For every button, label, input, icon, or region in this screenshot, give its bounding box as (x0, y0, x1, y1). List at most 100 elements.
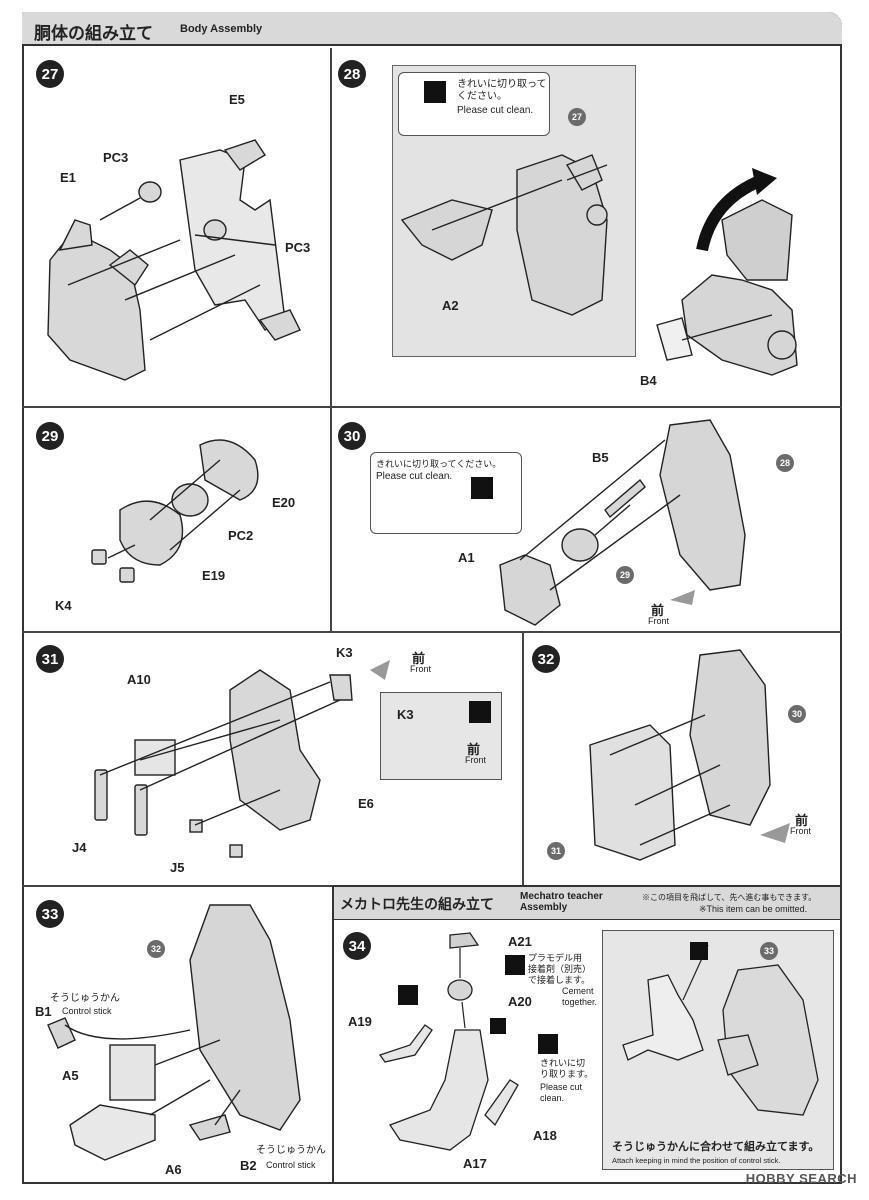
step-number: 27 (36, 60, 64, 88)
section-header: 胴体の組み立て Body Assembly (22, 12, 842, 46)
cut-clean-callout: きれいに切り取ってください。 Please cut clean. (370, 452, 522, 534)
part-label: PC3 (103, 150, 129, 165)
divider (522, 631, 524, 885)
part-label: B4 (640, 373, 657, 388)
cut-clean-callout: きれいに切り取って ください。 Please cut clean. (398, 72, 550, 136)
glue-note-jp: プラモデル用 接着剤（別売） で接着します。 (528, 953, 592, 985)
cut-note-jp: きれいに切 り取ります。 (540, 1058, 594, 1079)
cut-note-en: Please cut clean. (540, 1082, 583, 1103)
step-number: 34 (343, 932, 371, 960)
front-label-en: Front (790, 826, 812, 836)
part-label: K3 (397, 707, 414, 722)
mechatro-section: メカトロ先生の組み立て Mechatro teacher Assembly ※こ… (332, 885, 842, 1184)
mechatro-note-en: ※This item can be omitted. (699, 904, 808, 914)
step33-parts-diagram (47, 904, 301, 1161)
part-label: A6 (165, 1162, 182, 1177)
step27-parts-diagram (47, 139, 301, 381)
step29-parts-diagram (91, 439, 259, 583)
note-en: Please cut clean. (376, 471, 453, 482)
part-label: K4 (55, 598, 72, 613)
note-en: Please cut clean. (457, 105, 534, 116)
part-label: A19 (348, 1014, 372, 1029)
nipper-icon (471, 477, 493, 499)
attach-note-en: Attach keeping in mind the position of c… (612, 1156, 781, 1165)
part-label: E5 (229, 92, 245, 107)
divider (22, 631, 842, 633)
part-label: E20 (272, 495, 296, 510)
step32-parts-diagram (589, 649, 790, 861)
front-label-jp: 前 (412, 651, 426, 666)
part-label: E19 (202, 568, 226, 583)
section-title-en: Body Assembly (180, 23, 263, 35)
cement-icon (490, 1018, 506, 1034)
watermark-text: HOBBY SEARCH (745, 1171, 857, 1186)
step-ref-badge: 33 (760, 942, 778, 960)
part-label: K3 (336, 645, 353, 660)
nipper-icon (398, 985, 418, 1005)
part-label: B2 (240, 1158, 257, 1173)
note-jp: きれいに切り取って ください。 (457, 79, 547, 102)
step-ref-badge: 29 (616, 566, 634, 584)
step-number: 28 (338, 60, 366, 88)
step-number: 33 (36, 900, 64, 928)
cement-icon (505, 955, 525, 975)
step-ref-badge: 32 (147, 940, 165, 958)
step-ref-badge: 28 (776, 454, 794, 472)
cement-icon (690, 942, 708, 960)
part-label: J4 (72, 840, 87, 855)
control-stick-label-en: Control stick (62, 1006, 112, 1016)
front-label-jp: 前 (467, 742, 481, 757)
mechatro-title-jp: メカトロ先生の組み立て (340, 896, 494, 912)
attach-note-jp: そうじゅうかんに合わせて組み立てます。 (612, 1141, 820, 1153)
note-jp: きれいに切り取ってください。 (376, 459, 502, 469)
step-number: 29 (36, 422, 64, 450)
step-number: 30 (338, 422, 366, 450)
part-label: E6 (358, 796, 374, 811)
front-label-en: Front (648, 616, 670, 626)
part-label: PC2 (228, 528, 254, 543)
part-label: A17 (463, 1156, 487, 1171)
divider (22, 885, 332, 887)
section-title-jp: 胴体の組み立て (34, 24, 153, 43)
part-label: A1 (458, 550, 475, 565)
step-number: 31 (36, 645, 64, 673)
step30-parts-diagram (499, 419, 746, 626)
front-label-en: Front (465, 755, 487, 765)
part-label: J5 (170, 860, 185, 875)
part-label: A21 (508, 934, 532, 949)
step28-parts-diagram (400, 154, 798, 376)
control-stick-label-en: Control stick (266, 1160, 316, 1170)
control-stick-label-jp: そうじゅうかん (256, 1145, 326, 1156)
mechatro-note-jp: ※この項目を飛ばして、先へ進む事もできます。 (642, 893, 817, 902)
cement-icon (469, 701, 491, 723)
part-label: B1 (35, 1004, 52, 1019)
step34-attach-diagram (622, 944, 819, 1116)
step-ref-badge: 31 (547, 842, 565, 860)
front-label-jp: 前 (795, 813, 809, 828)
mechatro-title-en: Mechatro teacher Assembly (520, 891, 603, 913)
watermark: HOBBY SEARCH (746, 1171, 857, 1186)
front-label-jp: 前 (651, 603, 665, 618)
step-ref-badge: 30 (788, 705, 806, 723)
step31-parts-diagram (94, 660, 390, 858)
k3-inset-panel: K3 前 Front (380, 692, 502, 780)
nipper-icon (538, 1034, 558, 1054)
part-label: A2 (442, 298, 459, 313)
glue-note-en: Cement together. (562, 986, 598, 1007)
divider (330, 48, 332, 406)
step-ref-badge: 27 (568, 108, 586, 126)
step34-parts-diagram (378, 932, 519, 1151)
control-stick-label-jp: そうじゅうかん (50, 993, 120, 1004)
part-label: A18 (533, 1128, 557, 1143)
divider (330, 406, 332, 631)
front-label-en: Front (410, 664, 432, 674)
nipper-icon (424, 81, 446, 103)
part-label: A5 (62, 1068, 79, 1083)
part-label: PC3 (285, 240, 311, 255)
part-label: A10 (127, 672, 151, 687)
mechatro-header: メカトロ先生の組み立て Mechatro teacher Assembly ※こ… (334, 887, 840, 920)
part-label: B5 (592, 450, 609, 465)
part-label: E1 (60, 170, 76, 185)
part-label: A20 (508, 994, 532, 1009)
step-number: 32 (532, 645, 560, 673)
